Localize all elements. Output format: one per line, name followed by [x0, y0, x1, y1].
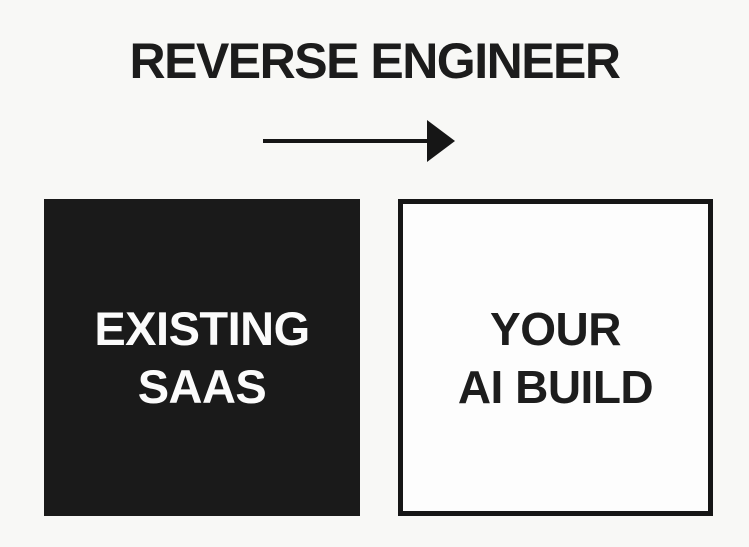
- arrow-right-icon: [263, 120, 455, 164]
- box-your-ai-build-label: YOUR AI BUILD: [457, 300, 654, 416]
- box-label-line: YOUR: [490, 302, 621, 355]
- box-your-ai-build: YOUR AI BUILD: [398, 199, 713, 516]
- box-label-line: EXISTING: [94, 301, 310, 355]
- box-existing-saas-label: EXISTING SAAS: [94, 300, 310, 416]
- box-existing-saas: EXISTING SAAS: [44, 199, 360, 516]
- diagram-title: REVERSE ENGINEER: [129, 33, 621, 89]
- box-label-line: SAAS: [137, 359, 267, 413]
- box-label-line: AI BUILD: [457, 360, 654, 413]
- arrow-head: [427, 120, 455, 162]
- arrow-shaft: [263, 139, 431, 143]
